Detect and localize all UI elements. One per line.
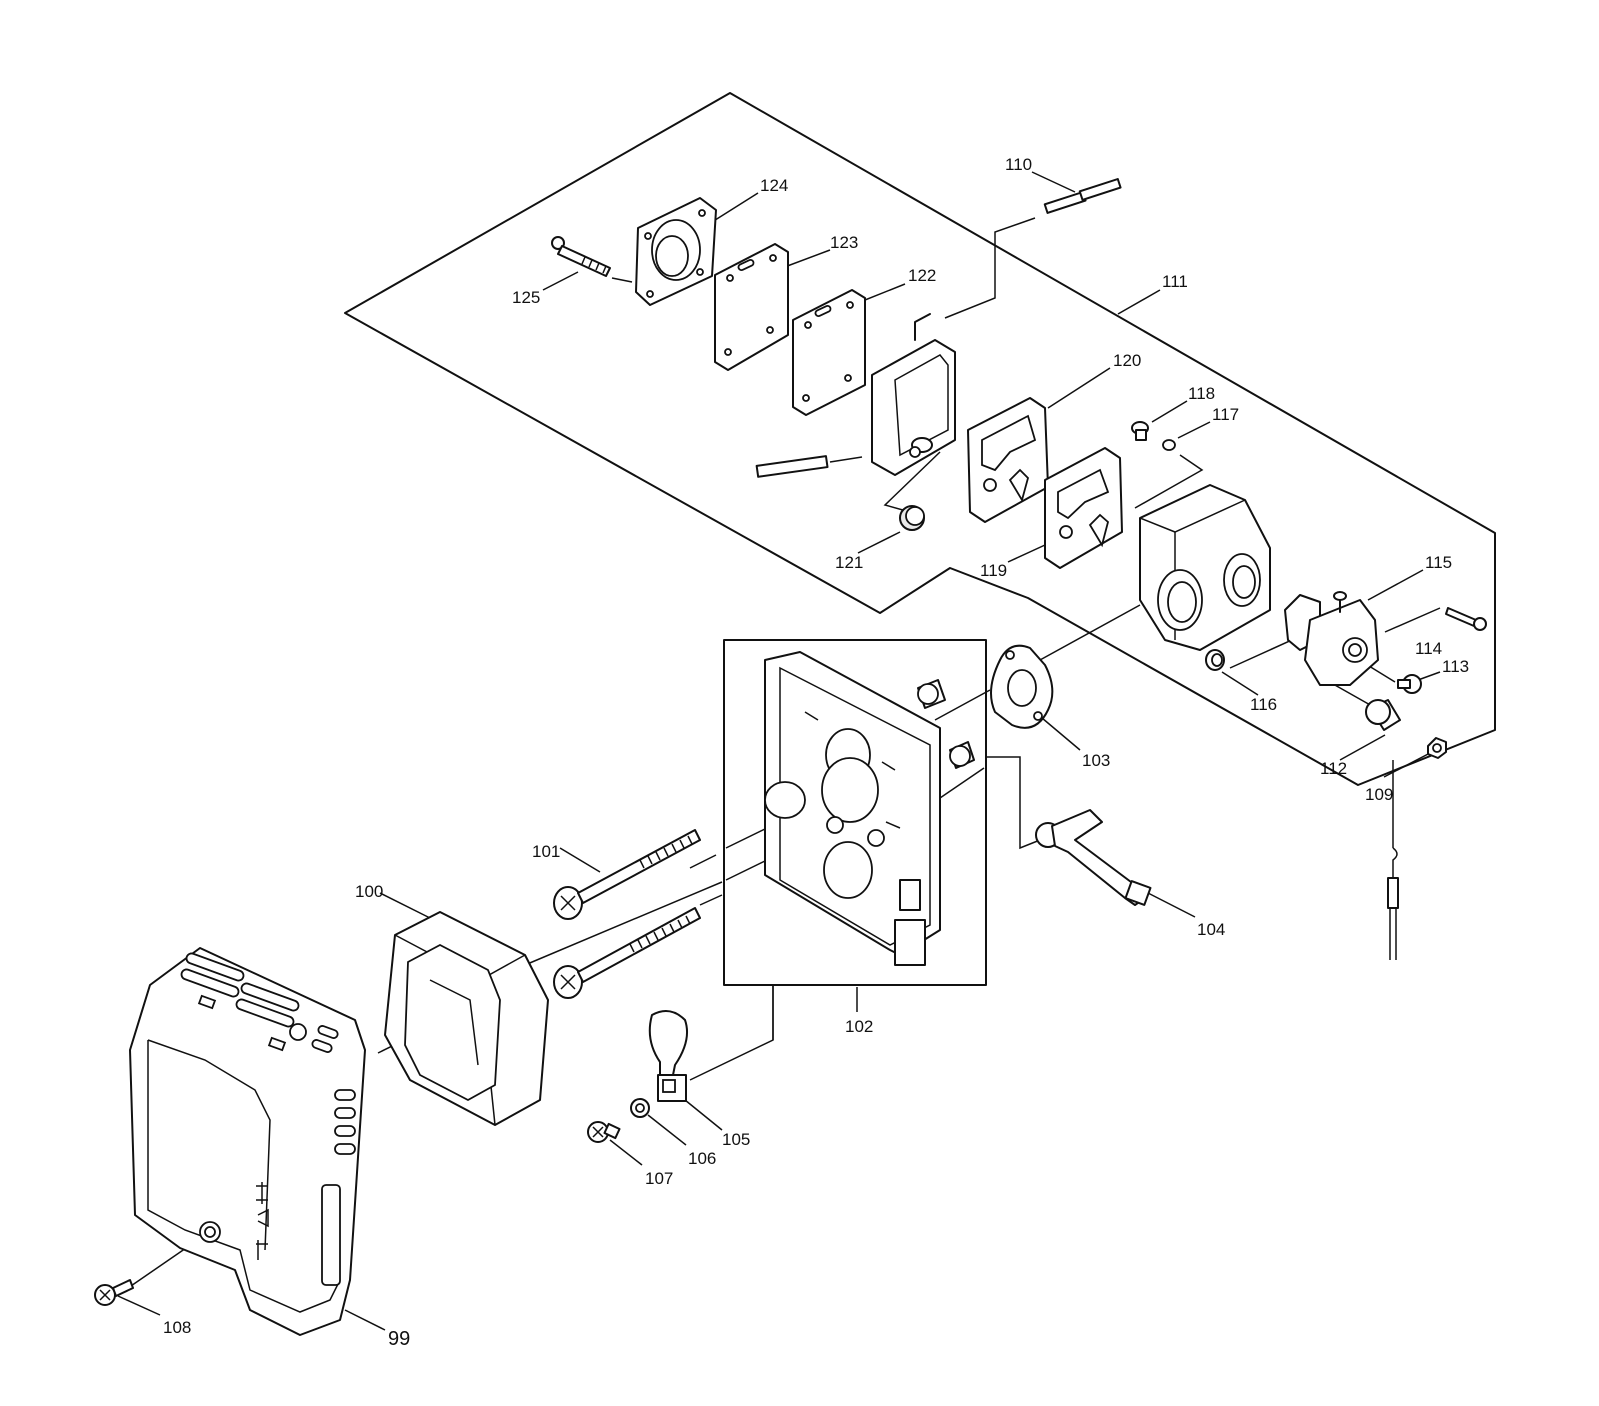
filter-121 [899, 505, 925, 531]
air-cleaner-cover-99 [129, 947, 366, 1336]
spacer-upper [917, 679, 946, 709]
screw-107 [587, 1121, 621, 1143]
air-cleaner-base-102 [764, 651, 941, 966]
label-102: 102 [845, 1017, 873, 1036]
label-109: 109 [1365, 785, 1393, 804]
label-122: 122 [908, 266, 936, 285]
diaphragm-122 [792, 289, 866, 416]
adjuster-112 [1365, 699, 1401, 731]
label-123: 123 [830, 233, 858, 252]
label-114: 114 [1415, 639, 1442, 658]
label-99: 99 [388, 1328, 410, 1350]
pump-cover [871, 313, 956, 476]
label-120: 120 [1113, 351, 1141, 370]
clip-116 [1205, 649, 1225, 671]
label-118: 118 [1188, 384, 1215, 403]
label-111: 111 [1162, 272, 1188, 291]
label-112: 112 [1320, 759, 1347, 778]
screw-113 [1397, 674, 1422, 694]
label-101: 101 [532, 842, 560, 861]
bolt-101-lower [553, 907, 701, 999]
bolt-101-upper [553, 829, 701, 920]
throttle-assembly-115 [1284, 591, 1379, 686]
spacer-lower [949, 741, 975, 769]
label-108: 108 [163, 1318, 191, 1337]
label-115: 115 [1425, 553, 1452, 572]
part-labels: 110 111 124 123 122 125 120 118 117 121 … [163, 155, 1469, 1350]
o-ring-117 [1162, 439, 1176, 451]
screw-114 [1445, 607, 1487, 631]
flange-124 [635, 197, 717, 306]
label-125: 125 [512, 288, 540, 307]
label-119: 119 [980, 561, 1007, 580]
pin-110 [1043, 178, 1122, 214]
throttle-cable [1387, 847, 1399, 960]
filter-element-100 [384, 911, 549, 1126]
carburetor-assembly-outline [344, 92, 1496, 786]
label-124: 124 [760, 176, 788, 195]
gasket-120 [967, 397, 1049, 523]
label-100: 100 [355, 882, 383, 901]
label-113: 113 [1442, 657, 1469, 676]
fuel-pipe [755, 455, 829, 478]
lever-104 [1035, 809, 1152, 906]
choke-lever-105 [648, 1010, 688, 1102]
label-105: 105 [722, 1130, 750, 1149]
screw-125 [551, 236, 611, 277]
label-107: 107 [645, 1169, 673, 1188]
label-104: 104 [1197, 920, 1225, 939]
washer-106 [630, 1098, 650, 1118]
nut-109 [1427, 737, 1447, 759]
label-121: 121 [835, 553, 863, 572]
screw-108 [94, 1279, 134, 1306]
label-106: 106 [688, 1149, 716, 1168]
gasket-103 [990, 644, 1054, 729]
screw-118 [1131, 421, 1149, 441]
carburetor-body [1139, 484, 1271, 651]
label-110: 110 [1005, 155, 1032, 174]
label-117: 117 [1212, 405, 1239, 424]
diaphragm-119 [1044, 447, 1123, 569]
label-103: 103 [1082, 751, 1110, 770]
label-116: 116 [1250, 695, 1277, 714]
air-cleaner-base-box [723, 639, 987, 986]
gasket-123 [714, 243, 789, 371]
